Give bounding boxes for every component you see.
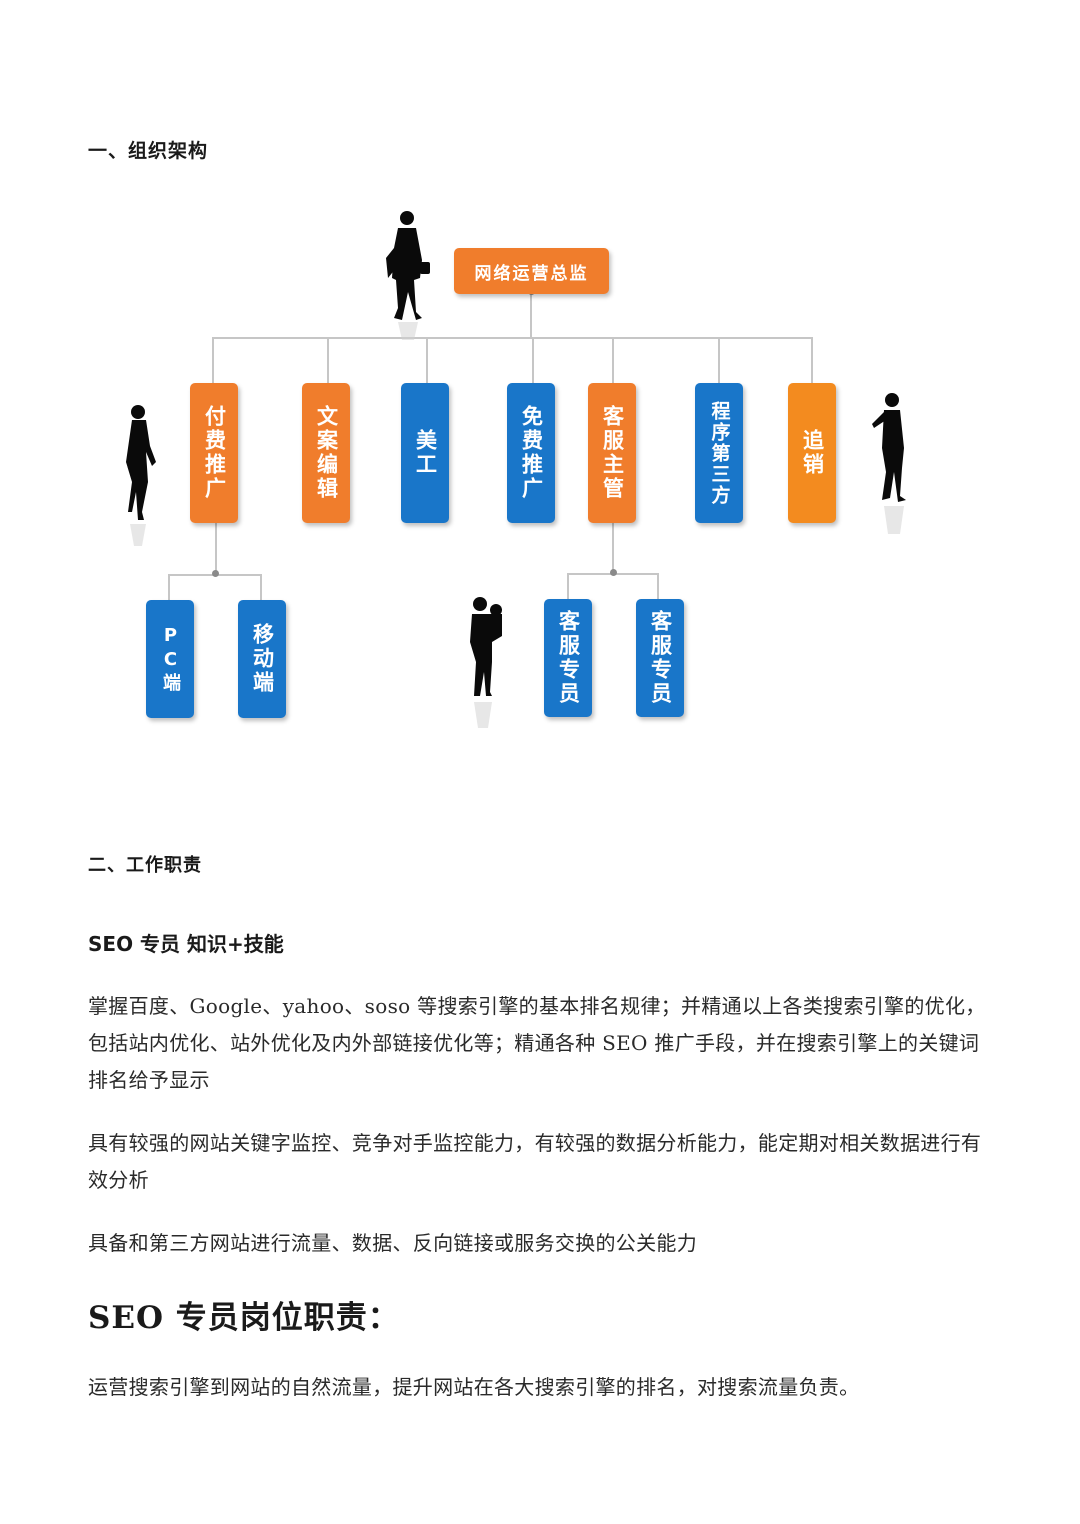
connector-line: [426, 337, 428, 383]
connector-line: [811, 337, 813, 383]
woman-silhouette: [126, 405, 156, 546]
duties-paragraph: 运营搜索引擎到网站的自然流量，提升网站在各大搜索引擎的排名，对搜索流量负责。: [88, 1375, 860, 1399]
woman-with-child-silhouette: [470, 597, 502, 728]
section-title-org: 一、组织架构: [88, 140, 209, 162]
org-box-mobile: 移动端: [238, 600, 286, 718]
org-box-director: 网络运营总监: [454, 248, 609, 294]
connector-line: [212, 337, 812, 339]
org-box-art-design: 美工: [401, 383, 449, 523]
connector-line: [718, 337, 720, 383]
org-box-pc: PC端: [146, 600, 194, 718]
connector-dot: [610, 569, 617, 576]
connector-line: [612, 337, 614, 383]
org-box-free-promotion: 免费推广: [507, 383, 555, 523]
connector-dot: [212, 570, 219, 577]
org-box-cs-staff-2: 客服专员: [636, 599, 684, 717]
org-box-upsell: 追销: [788, 383, 836, 523]
connector-line: [215, 522, 217, 574]
org-box-cs-supervisor: 客服主管: [588, 383, 636, 523]
org-box-program-third-party: 程序第三方: [695, 383, 743, 523]
businessman-walking-silhouette: [386, 211, 430, 340]
skills-paragraph-1: 掌握百度、Google、yahoo、soso 等搜索引擎的基本排名规律；并精通以…: [88, 994, 986, 1092]
man-on-phone-silhouette: [872, 393, 906, 534]
org-box-copy-editing: 文案编辑: [302, 383, 350, 523]
org-box-cs-staff-1: 客服专员: [544, 599, 592, 717]
connector-line: [260, 574, 262, 600]
connector-line: [612, 522, 614, 573]
skills-paragraph-2: 具有较强的网站关键字监控、竞争对手监控能力，有较强的数据分析能力，能定期对相关数…: [88, 1131, 982, 1192]
connector-line: [657, 573, 659, 599]
connector-line: [327, 337, 329, 383]
org-box-paid-promotion: 付费推广: [190, 383, 238, 523]
connector-line: [212, 337, 214, 383]
seo-duties-heading: SEO 专员岗位职责：: [88, 1300, 400, 1336]
section-title-duties: 二、工作职责: [88, 855, 202, 876]
connector-line: [532, 337, 534, 383]
org-chart: 网络运营总监 付费推广 文案编辑 美工 免费推广 客服主管 程序第三方 追销 P…: [0, 180, 1080, 740]
connector-line: [168, 574, 170, 600]
skills-paragraph-3: 具备和第三方网站进行流量、数据、反向链接或服务交换的公关能力: [88, 1231, 697, 1255]
connector-line: [567, 573, 569, 599]
connector-line: [530, 290, 532, 338]
seo-skills-heading: SEO 专员 知识+技能: [88, 932, 284, 956]
